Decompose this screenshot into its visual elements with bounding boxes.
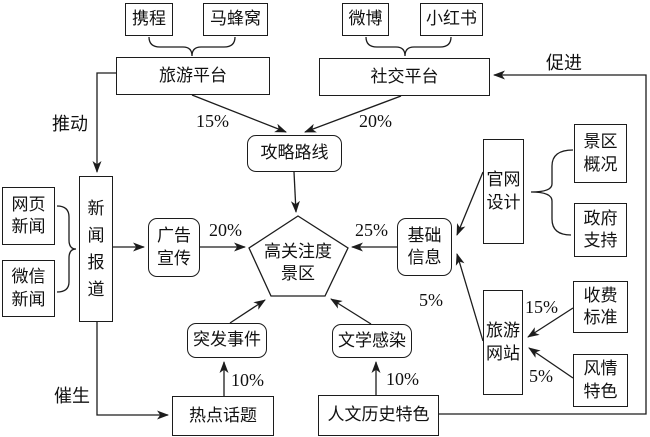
node-mafengwo-label: 马蜂窝: [210, 9, 261, 29]
node-hot-topic-label: 热点话题: [189, 405, 257, 425]
node-humanistic-history-label: 人文历史特色: [327, 405, 430, 425]
node-high-attention-scenic-label: 高关注度景区: [256, 241, 340, 285]
node-local-features-label: 风情特色: [583, 359, 618, 401]
node-web-news: 网页新闻: [2, 187, 55, 245]
node-high-attention-scenic-shape: [248, 215, 349, 297]
node-literary-influence: 文学感染: [332, 324, 412, 358]
node-scenic-overview-label: 景区概况: [583, 132, 618, 174]
node-wechat-news: 微信新闻: [2, 260, 55, 317]
node-travel-website: 旅游网站: [483, 290, 523, 395]
node-travel-platform-label: 旅游平台: [159, 65, 227, 85]
node-social-platform-label: 社交平台: [370, 66, 439, 86]
edge-literary-to-scenic: [330, 298, 372, 325]
node-web-news-label: 网页新闻: [11, 194, 46, 236]
node-mafengwo: 马蜂窝: [203, 3, 268, 36]
edge-features-to-website: [528, 347, 574, 379]
node-basic-info-label: 基础信息: [407, 225, 442, 267]
node-social-platform: 社交平台: [319, 58, 490, 96]
node-literary-influence-label: 文学感染: [338, 330, 406, 350]
node-high-attention-scenic-text: 高关注度景区: [264, 242, 332, 284]
node-gov-support-label: 政府支持: [583, 208, 618, 250]
node-humanistic-history: 人文历史特色: [318, 395, 439, 436]
node-fee-standard: 收费标准: [573, 281, 628, 333]
brace-news-sources: [56, 205, 77, 293]
edge-route-to-scenic: [290, 171, 300, 213]
node-ad-publicity: 广告宣传: [148, 218, 200, 277]
edge-label-pct-humanistic: 10%: [386, 369, 419, 389]
node-guide-route: 攻略路线: [247, 135, 342, 172]
node-ctrip: 携程: [125, 3, 173, 36]
node-fee-standard-label: 收费标准: [583, 285, 618, 327]
edge-label-pct-hot: 10%: [231, 370, 264, 390]
edges: [56, 36, 647, 420]
edge-emergency-to-scenic: [229, 299, 266, 324]
edge-label-pct-social: 20%: [359, 111, 392, 131]
brace-official-site: [530, 149, 574, 236]
edge-spawn-news-to-hot: [96, 322, 169, 420]
edge-label-pct-fee: 15%: [525, 297, 558, 317]
edge-label-pct-travel: 15%: [196, 111, 229, 131]
edge-push-travel-to-news: [92, 72, 116, 173]
brace-travel-apps: [148, 36, 236, 57]
edge-social-to-route: [304, 95, 402, 133]
edge-promote-humanistic-to-social: [438, 70, 647, 415]
node-ctrip-label: 携程: [132, 9, 166, 29]
node-scenic-overview: 景区概况: [574, 124, 627, 183]
node-guide-route-label: 攻略路线: [260, 143, 329, 163]
edge-label-pct-ad: 20%: [209, 220, 242, 240]
node-emergency-event-label: 突发事件: [193, 330, 261, 350]
node-ad-publicity-label: 广告宣传: [157, 226, 191, 268]
node-travel-website-label: 旅游网站: [486, 321, 520, 363]
edge-label-push: 推动: [52, 114, 88, 134]
node-hot-topic: 热点话题: [172, 396, 274, 436]
node-emergency-event: 突发事件: [187, 323, 267, 358]
edge-label-promote: 促进: [546, 53, 582, 73]
node-news-report-label: 新闻报道: [87, 198, 105, 300]
edge-label-pct-features: 5%: [529, 366, 553, 386]
node-wechat-news-label: 微信新闻: [11, 267, 46, 309]
node-basic-info: 基础信息: [397, 218, 452, 276]
node-official-site-design: 官网设计: [483, 139, 524, 244]
edge-label-pct-website-basic: 5%: [419, 290, 443, 310]
edge-travel-to-route: [191, 94, 287, 133]
node-travel-platform: 旅游平台: [116, 57, 270, 95]
edge-website-to-basic: [455, 253, 484, 342]
edge-label-pct-basic: 25%: [355, 220, 388, 240]
edge-fee-to-website: [527, 307, 574, 338]
node-gov-support: 政府支持: [574, 203, 627, 257]
node-official-site-design-label: 官网设计: [486, 170, 521, 212]
edge-label-spawn: 催生: [54, 386, 90, 406]
node-weibo-label: 微博: [348, 9, 383, 29]
node-xiaohongshu-label: 小红书: [426, 9, 477, 29]
node-weibo: 微博: [342, 3, 389, 36]
node-news-report: 新闻报道: [79, 176, 113, 322]
brace-social-apps: [365, 36, 452, 57]
node-xiaohongshu: 小红书: [420, 3, 483, 36]
node-local-features: 风情特色: [573, 354, 628, 407]
edge-design-to-basic: [456, 171, 484, 236]
